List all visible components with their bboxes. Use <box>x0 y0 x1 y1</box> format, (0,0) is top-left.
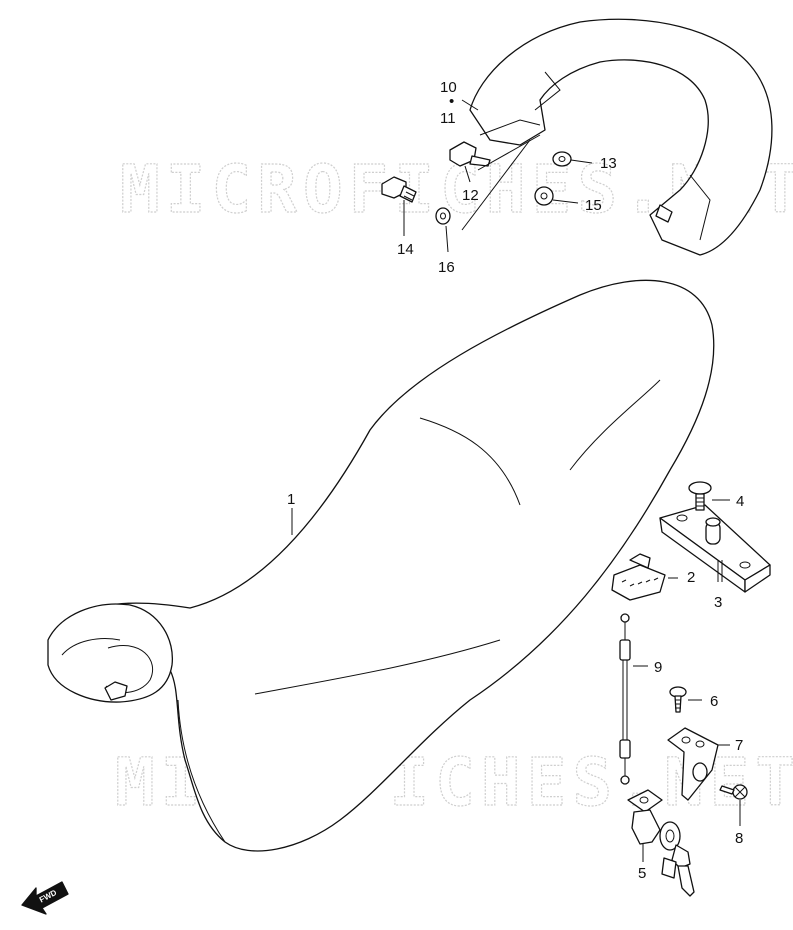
callout-11: 11 <box>440 110 456 127</box>
screw-6 <box>669 686 702 713</box>
callout-12: 12 <box>462 187 479 204</box>
bolt-14 <box>381 176 417 236</box>
assembly-line-lower <box>461 139 531 231</box>
callout-16: 16 <box>438 259 455 276</box>
washer-16 <box>435 207 451 253</box>
grab-rail <box>469 18 773 256</box>
callout-3: 3 <box>714 594 722 611</box>
callout-8: 8 <box>735 830 743 847</box>
lock-cylinder-5 <box>627 789 695 897</box>
bolt-12 <box>449 141 491 183</box>
washer-15 <box>534 186 579 206</box>
leader-10-11 <box>461 99 479 111</box>
callout-2: 2 <box>687 569 695 586</box>
washer-13 <box>552 151 593 167</box>
bracket-7 <box>667 727 730 801</box>
callout-1: 1 <box>287 491 295 508</box>
callout-15: 15 <box>585 197 602 214</box>
seat <box>47 279 715 852</box>
callout-9: 9 <box>654 659 662 676</box>
callout-4: 4 <box>736 493 744 510</box>
callout-10: 10 <box>440 79 457 96</box>
cushion-2 <box>611 553 678 601</box>
callout-13: 13 <box>600 155 617 172</box>
callout-separator: • <box>449 93 454 110</box>
screw-8 <box>719 784 748 826</box>
callout-7: 7 <box>735 737 743 754</box>
fwd-arrow: FWD <box>21 881 69 915</box>
callout-6: 6 <box>710 693 718 710</box>
callout-14: 14 <box>397 241 414 258</box>
screw-4 <box>688 481 730 511</box>
callout-5: 5 <box>638 865 646 882</box>
lock-cable-9 <box>619 613 648 785</box>
seat-lock-bracket <box>659 504 771 593</box>
